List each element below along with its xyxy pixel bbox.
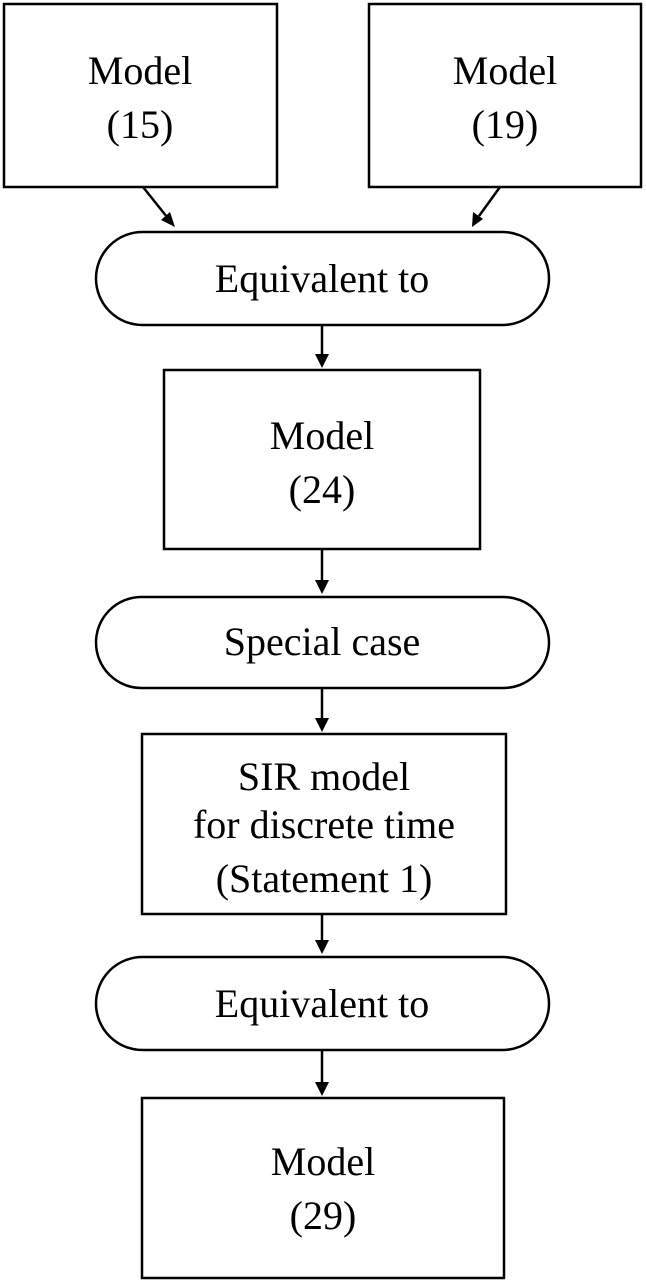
node-equiv1-line-1: Equivalent to — [215, 256, 429, 301]
edge-equiv2-to-model29 — [315, 1050, 329, 1096]
edge-model24-to-special — [315, 549, 329, 594]
node-model29: Model (29) — [140, 1096, 506, 1280]
node-special-stadium — [94, 595, 551, 690]
node-sir-line-3: (Statement 1) — [216, 856, 433, 901]
node-model15-line-1: Model — [88, 48, 192, 93]
node-sir-line-1: SIR model — [238, 754, 410, 799]
node-model19-line-2: (19) — [472, 102, 539, 147]
node-special-line-1: Special case — [224, 619, 421, 664]
node-equiv1: Equivalent to — [94, 230, 551, 327]
edge-equiv1-to-model24 — [315, 325, 329, 368]
edges — [142, 186, 502, 1096]
edge-sir-to-equiv2 — [315, 914, 329, 954]
node-model24: Model (24) — [162, 368, 482, 551]
node-model19: Model (19) — [367, 2, 643, 189]
node-special: Special case — [94, 595, 551, 690]
node-equiv2: Equivalent to — [94, 955, 551, 1052]
node-model24-line-2: (24) — [289, 467, 356, 512]
node-model29-line-1: Model — [271, 1139, 375, 1184]
node-equiv1-stadium — [94, 230, 551, 327]
node-model29-box — [140, 1096, 506, 1280]
node-sir-box — [140, 732, 508, 916]
edge-special-to-sir — [315, 688, 329, 732]
node-model24-line-1: Model — [270, 413, 374, 458]
node-model15-box — [2, 2, 279, 189]
node-model19-box — [367, 2, 643, 189]
node-model24-box — [162, 368, 482, 551]
node-model15-line-2: (15) — [107, 102, 174, 147]
node-sir: SIR model for discrete time (Statement 1… — [140, 732, 508, 916]
node-equiv2-line-1: Equivalent to — [215, 981, 429, 1026]
node-sir-line-2: for discrete time — [193, 802, 455, 847]
node-model29-line-2: (29) — [290, 1193, 357, 1238]
node-model19-line-1: Model — [453, 48, 557, 93]
edge-model15-to-equiv1 — [142, 186, 175, 227]
edge-model19-to-equiv1 — [472, 186, 502, 227]
node-equiv2-stadium — [94, 955, 551, 1052]
node-model15: Model (15) — [2, 2, 279, 189]
